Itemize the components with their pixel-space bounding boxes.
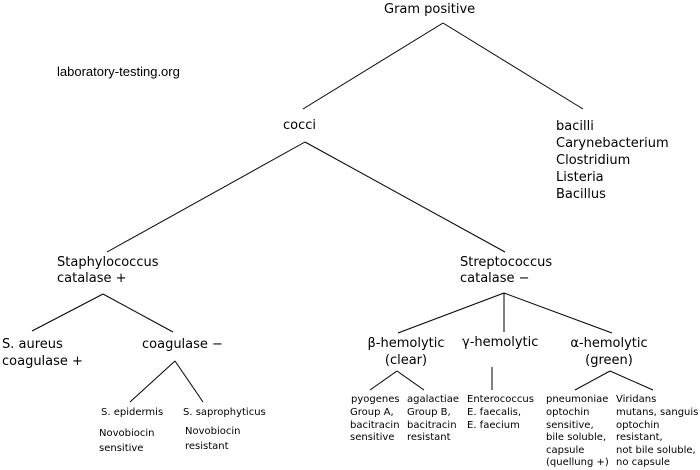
detail-line: sensitive [350, 432, 395, 443]
detail-line: capsule [546, 444, 585, 456]
node-agalactiae-details: Group B, bacitracin resistant [407, 407, 457, 445]
node-staphylococcus-name: Staphylococcus [57, 255, 159, 270]
node-pyogenes: pyogenes [351, 394, 400, 405]
detail-line: bacitracin [350, 419, 400, 431]
node-bacilli-line: Clostridium [556, 153, 631, 168]
connector-cocci-streptococcus [304, 141, 506, 253]
connector-coagneg-saprophyticus [174, 360, 204, 403]
node-s-aureus-name: S. aureus [2, 337, 63, 352]
node-bacilli-line: Bacillus [556, 187, 606, 202]
node-pneumoniae: pneumoniae [546, 394, 609, 405]
detail-line: no capsule [616, 457, 671, 468]
node-alpha-hemolytic-note: (green) [585, 353, 633, 368]
node-staphylococcus: Staphylococcus catalase + [57, 255, 158, 287]
connector-root-bacilli [442, 22, 584, 110]
detail-line: optochin [616, 419, 660, 431]
connector-beta-pyogenes [369, 370, 398, 391]
detail-line: resistant [185, 441, 229, 452]
node-enterococcus-details: E. faecalis, E. faecium [467, 407, 521, 432]
connector-cocci-staphylococcus [106, 141, 306, 253]
node-streptococcus: Streptococcus catalase − [460, 255, 552, 287]
node-bacilli-line: Listeria [556, 170, 604, 185]
connector-strep-alpha [503, 292, 613, 334]
node-viridans-details: mutans, sanguis optochin resistant, not … [616, 407, 698, 470]
detail-line: not bile soluble, [616, 444, 696, 456]
node-s-aureus-test: coagulase + [2, 354, 83, 369]
connector-alpha-viridans [609, 370, 654, 391]
connector-beta-agalactiae [396, 370, 425, 391]
node-gram-positive: Gram positive [384, 2, 476, 17]
detail-line: Group B, [407, 407, 451, 418]
node-streptococcus-test: catalase − [460, 271, 530, 286]
node-enterococcus: Enterococcus [467, 394, 534, 405]
node-s-aureus: S. aureus coagulase + [2, 336, 83, 370]
detail-line: optochin [546, 407, 590, 418]
detail-line: resistant, [616, 432, 663, 443]
node-alpha-hemolytic-name: α-hemolytic [570, 336, 648, 351]
detail-line: (quellung +) [546, 457, 609, 468]
node-streptococcus-name: Streptococcus [460, 255, 553, 270]
node-beta-hemolytic-note: (clear) [384, 353, 428, 368]
node-bacilli: bacilli Carynebacterium Clostridium List… [556, 118, 669, 203]
node-coagulase-negative: coagulase − [142, 337, 223, 352]
node-bacilli-line: bacilli [556, 119, 594, 134]
detail-line: sensitive [99, 443, 144, 454]
connector-coagneg-epidermis [129, 360, 176, 403]
detail-line: E. faecalis, [467, 407, 522, 418]
detail-line: resistant [407, 432, 451, 443]
node-beta-hemolytic: β-hemolytic (clear) [356, 335, 456, 369]
node-bacilli-line: Carynebacterium [556, 136, 669, 151]
node-viridans: Viridans [616, 394, 657, 405]
connector-staph-aureus [31, 293, 104, 332]
node-agalactiae: agalactiae [407, 394, 459, 405]
connector-strep-beta [397, 292, 505, 334]
node-cocci: cocci [283, 118, 317, 133]
node-s-saprophyticus-details: Novobiocin resistant [185, 424, 241, 454]
node-pneumoniae-details: optochin sensitive, bile soluble, capsul… [546, 407, 609, 470]
detail-line: Novobiocin [99, 428, 155, 439]
node-staphylococcus-test: catalase + [57, 271, 127, 286]
detail-line: sensitive, [546, 419, 594, 431]
detail-line: Novobiocin [185, 426, 241, 437]
node-gamma-hemolytic: γ-hemolytic [462, 335, 539, 350]
node-pyogenes-details: Group A, bacitracin sensitive [350, 407, 400, 445]
node-s-epidermis-details: Novobiocin sensitive [99, 426, 155, 456]
watermark-text: laboratory-testing.org [57, 64, 180, 79]
connector-alpha-pneumoniae [574, 370, 611, 391]
detail-line: Group A, [350, 407, 394, 418]
detail-line: E. faecium [467, 419, 520, 431]
detail-line: mutans, sanguis [616, 407, 699, 418]
node-beta-hemolytic-name: β-hemolytic [367, 336, 445, 351]
detail-line: bile soluble, [546, 432, 607, 443]
node-s-epidermis: S. epidermis [101, 407, 164, 418]
connector-root-cocci [302, 22, 444, 110]
node-s-saprophyticus: S. saprophyticus [183, 407, 266, 418]
connector-staph-coagneg [102, 293, 174, 333]
node-alpha-hemolytic: α-hemolytic (green) [559, 335, 659, 369]
detail-line: bacitracin [407, 419, 457, 431]
